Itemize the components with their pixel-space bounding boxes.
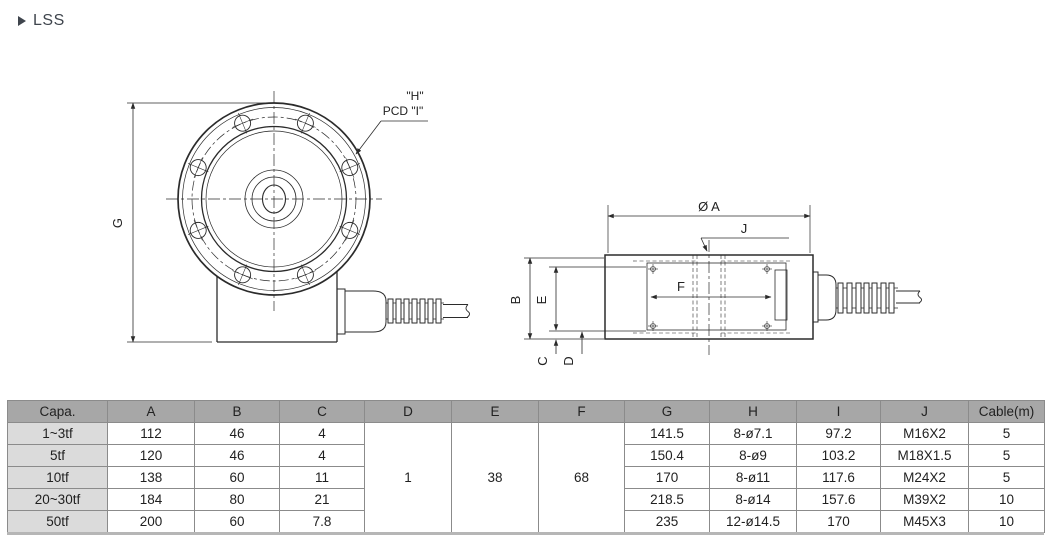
cell-h: 12-ø14.5 [709,510,797,533]
dim-label-c: C [535,356,550,365]
cell-g: 218.5 [624,488,710,511]
table-bottom-strip [7,532,1044,535]
header-a: A [107,400,195,423]
cell-h: 8-ø7.1 [709,422,797,445]
table-row: 1~3tf 112 46 4 1 38 68 141.5 8-ø7.1 97.2… [7,422,1045,533]
dim-label-a: Ø A [698,199,720,214]
header-i: I [796,400,881,423]
front-view [166,91,470,343]
capacity-cell: 10tf [7,466,108,489]
capacity-cell: 20~30tf [7,488,108,511]
cell-b: 60 [194,466,280,489]
section-marker-icon [18,16,26,26]
cell-g: 235 [624,510,710,533]
table-row: 10tf 138 60 11 170 8-ø11 117.6 M24X2 5 [7,466,1045,489]
side-cable-gland [812,271,922,323]
cell-d-merged: 1 [364,422,452,533]
capacity-cell: 50tf [7,510,108,533]
cell-b: 80 [194,488,280,511]
dim-label-g: G [110,218,125,228]
cell-cable: 5 [968,466,1045,489]
cell-h: 8-ø14 [709,488,797,511]
bolt-holes [187,112,361,286]
cell-j: M18X1.5 [880,444,969,467]
cell-c: 7.8 [279,510,365,533]
cell-i: 117.6 [796,466,881,489]
cell-a: 120 [107,444,195,467]
header-b: B [194,400,280,423]
cell-c: 4 [279,444,365,467]
cell-cable: 5 [968,422,1045,445]
cell-j: M24X2 [880,466,969,489]
cell-g: 170 [624,466,710,489]
cell-i: 157.6 [796,488,881,511]
header-f: F [538,400,625,423]
header-c: C [279,400,365,423]
cell-c: 4 [279,422,365,445]
table-row: 50tf 200 60 7.8 235 12-ø14.5 170 M45X3 1… [7,510,1045,533]
cell-a: 184 [107,488,195,511]
cell-cable: 5 [968,444,1045,467]
cell-cable: 10 [968,510,1045,533]
cell-j: M16X2 [880,422,969,445]
screw-markers [648,264,772,331]
center-hole [261,184,287,214]
dim-label-f: F [677,279,685,294]
cell-g: 150.4 [624,444,710,467]
spec-table: Capa. A B C D E F G H I J Cable(m) 1~3tf… [7,400,1045,533]
cable-break [917,290,922,304]
section-title: LSS [18,12,65,30]
cell-a: 138 [107,466,195,489]
dim-label-e: E [534,295,549,304]
cell-i: 103.2 [796,444,881,467]
cell-g: 141.5 [624,422,710,445]
cell-j: M39X2 [880,488,969,511]
table-header-row: Capa. A B C D E F G H I J Cable(m) [7,400,1045,423]
cell-a: 200 [107,510,195,533]
capacity-cell: 1~3tf [7,422,108,445]
cable-break [465,304,470,318]
cell-c: 21 [279,488,365,511]
side-view [604,240,922,355]
dim-label-b: B [508,296,523,305]
header-g: G [624,400,710,423]
header-e: E [451,400,539,423]
front-cable-gland [336,288,470,335]
cell-b: 46 [194,444,280,467]
cell-i: 170 [796,510,881,533]
cell-f-merged: 68 [538,422,625,533]
cell-c: 11 [279,466,365,489]
cell-h: 8-ø11 [709,466,797,489]
cell-cable: 10 [968,488,1045,511]
cell-b: 60 [194,510,280,533]
dim-label-j: J [741,221,748,236]
cell-b: 46 [194,422,280,445]
hole-label: "H" [406,89,423,103]
header-h: H [709,400,797,423]
side-view-dimensions: Ø A J F B E C D [508,199,811,366]
header-cable: Cable(m) [968,400,1045,423]
cell-a: 112 [107,422,195,445]
cell-j: M45X3 [880,510,969,533]
cell-e-merged: 38 [451,422,539,533]
front-view-dimensions: G "H" PCD "I" [110,89,428,343]
header-capa: Capa. [7,400,108,423]
technical-drawing: G "H" PCD "I" [110,89,922,366]
pcd-circle [191,116,357,282]
header-d: D [364,400,452,423]
header-j: J [880,400,969,423]
capacity-cell: 5tf [7,444,108,467]
dim-label-d: D [561,356,576,365]
cell-i: 97.2 [796,422,881,445]
cell-h: 8-ø9 [709,444,797,467]
page-title: LSS [33,12,65,29]
pcd-label: PCD "I" [383,104,424,118]
